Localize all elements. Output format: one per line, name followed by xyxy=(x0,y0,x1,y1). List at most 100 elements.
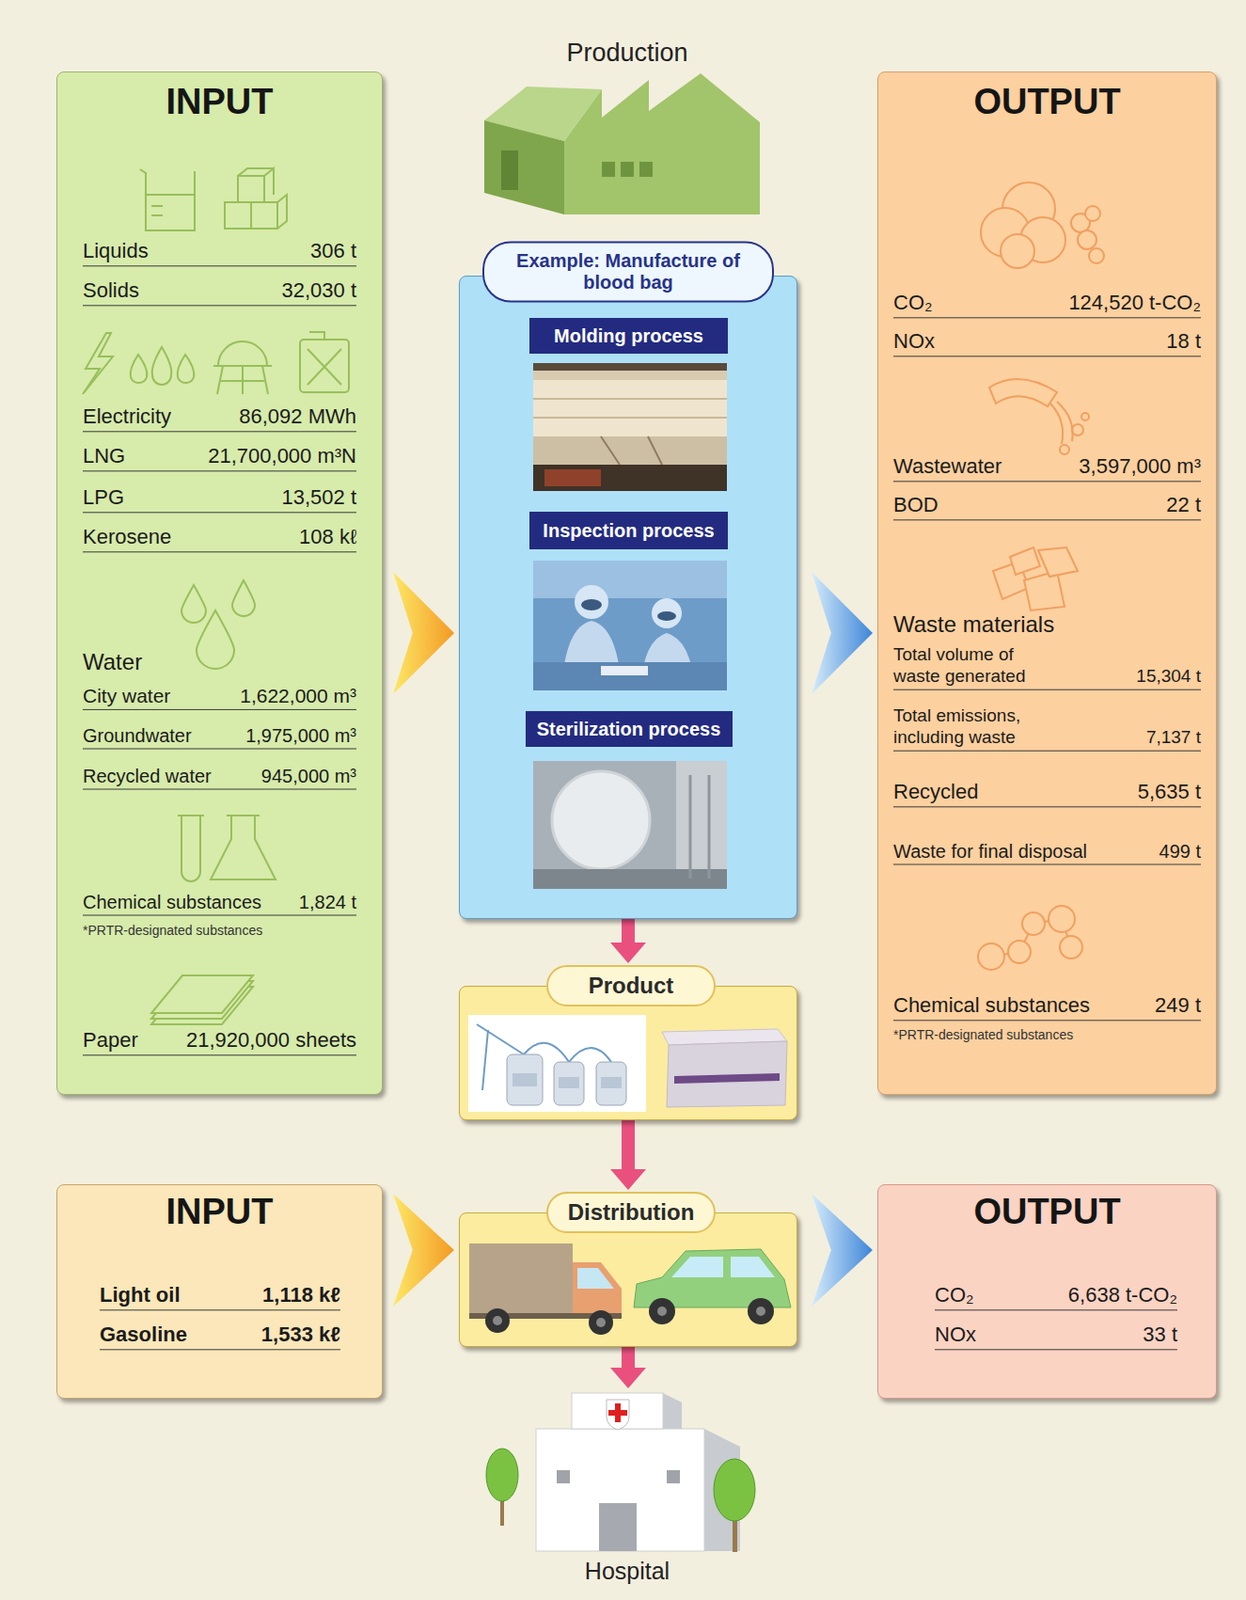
item-name: NOx xyxy=(893,329,935,354)
tree-picture xyxy=(713,1458,756,1552)
building-picture xyxy=(662,1392,682,1429)
output-panel: OUTPUTCO₂6,638 t-CO₂NOx33 t xyxy=(877,1183,1217,1399)
energy-icon xyxy=(177,354,195,383)
blood-bag-picture xyxy=(553,1061,584,1105)
heading-pill: Example: Manufacture of blood bag xyxy=(482,240,774,302)
item-name: Groundwater xyxy=(82,724,192,747)
item-value: 499 t xyxy=(1159,839,1201,863)
item-name: Total emissions, including waste xyxy=(893,705,1073,749)
blood-bag-picture xyxy=(558,1076,580,1089)
table-row: LNG21,700,000 m³N xyxy=(82,443,357,472)
truck-picture xyxy=(577,1267,615,1289)
material-icon xyxy=(224,202,252,229)
car-picture xyxy=(730,1256,775,1278)
item-value: 6,638 t-CO₂ xyxy=(1068,1282,1178,1308)
item-name: NOx xyxy=(934,1322,977,1347)
distribution-box: Distribution xyxy=(458,1212,798,1347)
table-row: Electricity86,092 MWh xyxy=(82,404,357,432)
item-name: LPG xyxy=(82,485,125,510)
molding-photo xyxy=(533,398,727,418)
molecule-icon xyxy=(1008,940,1031,963)
energy-icon xyxy=(218,341,268,366)
item-name: Recycled water xyxy=(82,764,212,788)
item-value: 7,137 t xyxy=(1146,726,1201,749)
exhaust-icon xyxy=(980,182,1105,269)
table-row: BOD22 t xyxy=(893,492,1201,521)
item-name: Light oil xyxy=(99,1282,181,1308)
item-value: 1,118 kℓ xyxy=(262,1282,341,1308)
flow-chevron xyxy=(811,1193,873,1307)
blood-bag-picture xyxy=(468,1014,647,1112)
blood-bag-picture xyxy=(476,1024,612,1090)
paper-icon xyxy=(151,975,253,1013)
building-picture xyxy=(608,1409,628,1416)
table-row: Recycled water 945,000 m³ xyxy=(82,764,357,790)
building-picture xyxy=(606,1399,630,1430)
exhaust-icon xyxy=(1088,248,1105,264)
hospital: Hospital xyxy=(486,1389,769,1588)
package-box-picture xyxy=(674,1072,780,1084)
item-value: 306 t xyxy=(310,238,357,264)
truck-picture xyxy=(469,1243,573,1313)
inspection-photo xyxy=(533,662,727,691)
process-step: Inspection process xyxy=(529,511,728,550)
item-value: 945,000 m³ xyxy=(261,764,357,788)
waste-icon xyxy=(1009,547,1041,575)
waste-icon xyxy=(993,547,1078,611)
item-value: 1,533 kℓ xyxy=(261,1322,341,1347)
sterilization-photo xyxy=(552,771,650,869)
flow-chevron xyxy=(393,1193,455,1307)
car-picture xyxy=(657,1306,667,1316)
vehicles-picture xyxy=(459,1213,799,1348)
molding-photo xyxy=(533,436,727,465)
item-name: Paper xyxy=(82,1027,139,1053)
table-row: Total emissions, including waste 7,137 t xyxy=(893,705,1201,752)
building-picture xyxy=(536,1392,741,1551)
flow-arrow xyxy=(610,1119,647,1190)
chemical-icon xyxy=(177,815,276,882)
truck-picture xyxy=(492,1315,503,1325)
molding-photo xyxy=(533,362,727,491)
truck-picture xyxy=(588,1309,614,1335)
chemical-icon xyxy=(210,815,276,880)
heading-pill: Product xyxy=(546,964,716,1007)
output-icons xyxy=(878,72,1218,1096)
process-panel: Molding processInspection processSterili… xyxy=(458,275,798,919)
molding-photo xyxy=(533,370,727,437)
flow-arrow xyxy=(610,918,647,963)
truck-picture xyxy=(485,1308,510,1333)
water-icon xyxy=(181,580,255,669)
factory-icon xyxy=(601,161,616,177)
item-name: BOD xyxy=(893,492,939,518)
inspection-photo xyxy=(600,665,648,676)
water-icon xyxy=(181,584,206,623)
item-name: Kerosene xyxy=(82,524,172,550)
flow-chevron xyxy=(811,571,873,694)
blood-bag-picture xyxy=(600,1076,622,1089)
text-line: INPUT xyxy=(57,1191,382,1233)
truck-picture xyxy=(596,1317,606,1327)
flow-chevron xyxy=(393,571,455,694)
sterilization-photo xyxy=(533,760,727,889)
factory-icon xyxy=(484,120,565,215)
process-step: Molding process xyxy=(529,317,728,354)
footnote: *PRTR-designated substances xyxy=(82,922,263,938)
table-row: LPG13,502 t xyxy=(82,485,357,513)
exhaust-icon xyxy=(1000,234,1035,269)
table-row: NOx 33 t xyxy=(934,1322,1178,1350)
item-value: 5,635 t xyxy=(1137,779,1201,805)
step-label: Inspection process xyxy=(542,520,714,542)
table-row: Paper21,920,000 sheets xyxy=(82,1027,357,1056)
factory-icon xyxy=(501,150,519,190)
blood-bag-picture xyxy=(596,1061,627,1105)
wastewater-icon xyxy=(989,378,1089,455)
material-icon xyxy=(140,169,195,231)
footnote: *PRTR-designated substances xyxy=(893,1026,1073,1042)
inspection-photo xyxy=(574,584,609,619)
inspection-photo xyxy=(533,560,727,691)
material-icon xyxy=(145,194,195,216)
item-value: 33 t xyxy=(1142,1322,1178,1347)
energy-icon xyxy=(82,332,113,395)
table-row: Liquids306 t xyxy=(82,238,357,267)
sterilization-photo xyxy=(690,774,710,879)
